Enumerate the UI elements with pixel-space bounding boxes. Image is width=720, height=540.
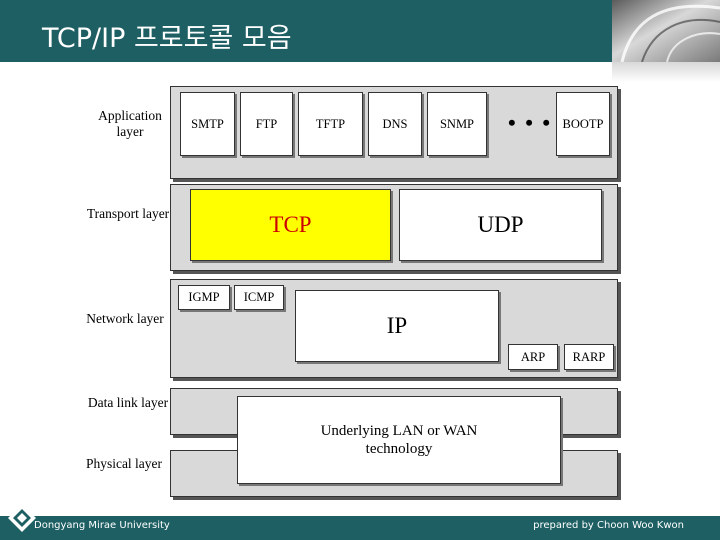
slide-title: TCP/IP 프로토콜 모음 (42, 23, 292, 54)
corner-shade (612, 62, 720, 82)
university-logo-icon (6, 502, 38, 534)
smtp-box: SMTP (180, 92, 235, 156)
arp-box: ARP (508, 344, 558, 370)
transport-layer-label: Transport layer (86, 206, 170, 221)
more-protocols-ellipsis: • • • (508, 110, 553, 135)
footer-bar (0, 516, 720, 540)
corner-graphic (612, 0, 720, 62)
snmp-box: SNMP (427, 92, 487, 156)
slide-header-bar (0, 0, 612, 62)
ftp-box: FTP (240, 92, 293, 156)
tftp-box: TFTP (298, 92, 363, 156)
network-layer-label: Network layer (86, 311, 164, 326)
lan-wan-technology-label: Underlying LAN or WAN technology (320, 423, 478, 457)
bootp-box: BOOTP (556, 92, 610, 156)
application-layer-label: Application layer (98, 108, 162, 139)
tcp-box: TCP (190, 189, 391, 261)
dns-box: DNS (368, 92, 422, 156)
igmp-box: IGMP (178, 285, 230, 310)
physical-layer-label: Physical layer (85, 456, 163, 471)
footer-university: Dongyang Mirae University (34, 520, 170, 531)
icmp-box: ICMP (234, 285, 284, 310)
datalink-layer-label: Data link layer (87, 395, 169, 410)
ip-box: IP (295, 290, 499, 362)
footer-author: prepared by Choon Woo Kwon (533, 520, 684, 531)
lan-wan-technology-box: Underlying LAN or WAN technology (237, 396, 561, 484)
udp-box: UDP (399, 189, 602, 261)
rarp-box: RARP (564, 344, 614, 370)
